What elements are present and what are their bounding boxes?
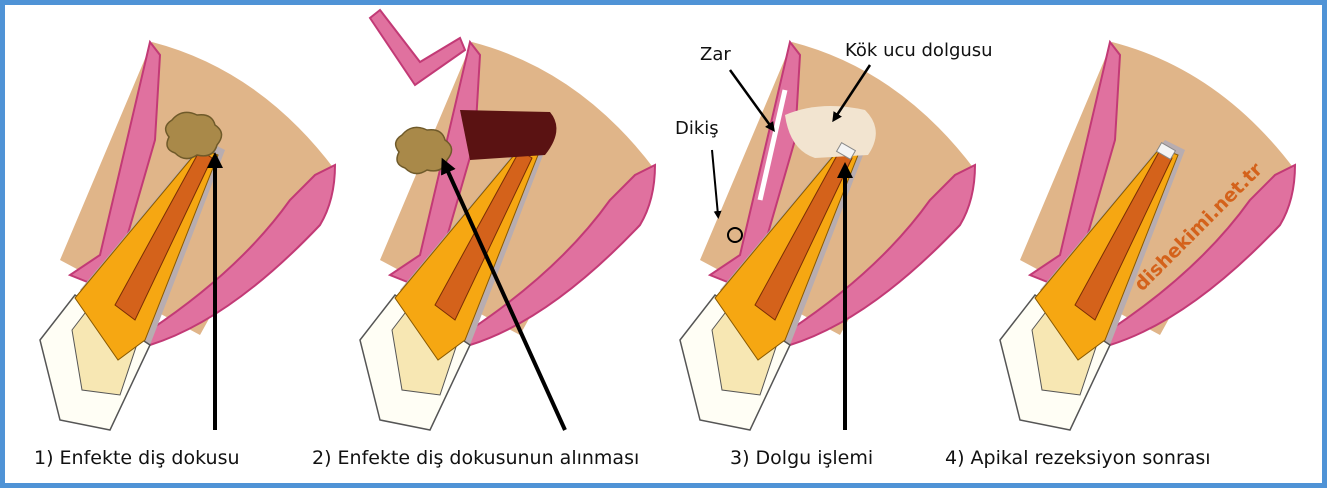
panel-2-illustration [360, 10, 655, 430]
panel-4-illustration [1000, 42, 1295, 430]
removed-infection [396, 127, 452, 173]
caption-panel-3: 3) Dolgu işlemi [730, 447, 873, 469]
caption-panel-4: 4) Apikal rezeksiyon sonrası [945, 447, 1211, 469]
removed-tissue [460, 110, 556, 160]
caption-panel-2: 2) Enfekte diş dokusunun alınması [312, 447, 639, 469]
root-end-filling-label: Kök ucu dolgusu [845, 40, 993, 61]
suture-label: Dikiş [675, 118, 719, 139]
infected-tissue [166, 112, 222, 158]
membrane-label: Zar [700, 44, 731, 65]
caption-panel-1: 1) Enfekte diş dokusu [34, 447, 240, 469]
panel-3-illustration [680, 42, 975, 430]
retracted-flap [370, 10, 465, 85]
panel-1-illustration [40, 42, 335, 430]
